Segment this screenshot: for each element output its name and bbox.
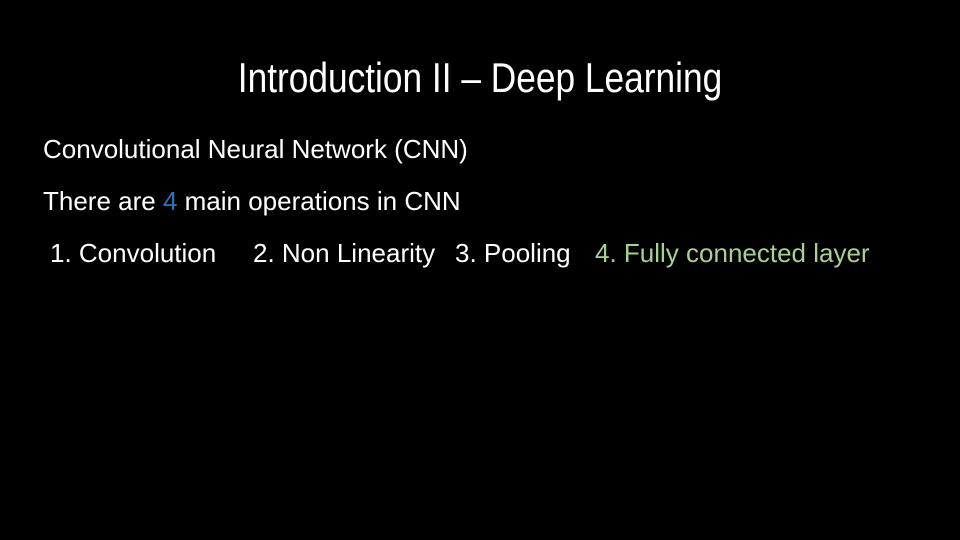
- statement-prefix: There are: [43, 186, 163, 216]
- operation-convolution: 1. Convolution: [50, 238, 217, 268]
- operations-row: 1. Convolution 2. Non Linearity 3. Pooli…: [0, 238, 960, 278]
- statement-line: There are 4 main operations in CNN: [43, 186, 461, 217]
- operation-fully-connected: 4. Fully connected layer: [595, 238, 870, 268]
- operation-non-linearity: 2. Non Linearity: [253, 238, 436, 268]
- operation-pooling: 3. Pooling: [455, 238, 571, 268]
- statement-suffix: main operations in CNN: [177, 186, 461, 216]
- slide-title: Introduction II – Deep Learning: [237, 54, 723, 101]
- subtitle-cnn: Convolutional Neural Network (CNN): [43, 134, 468, 164]
- statement-highlight-number: 4: [162, 186, 178, 216]
